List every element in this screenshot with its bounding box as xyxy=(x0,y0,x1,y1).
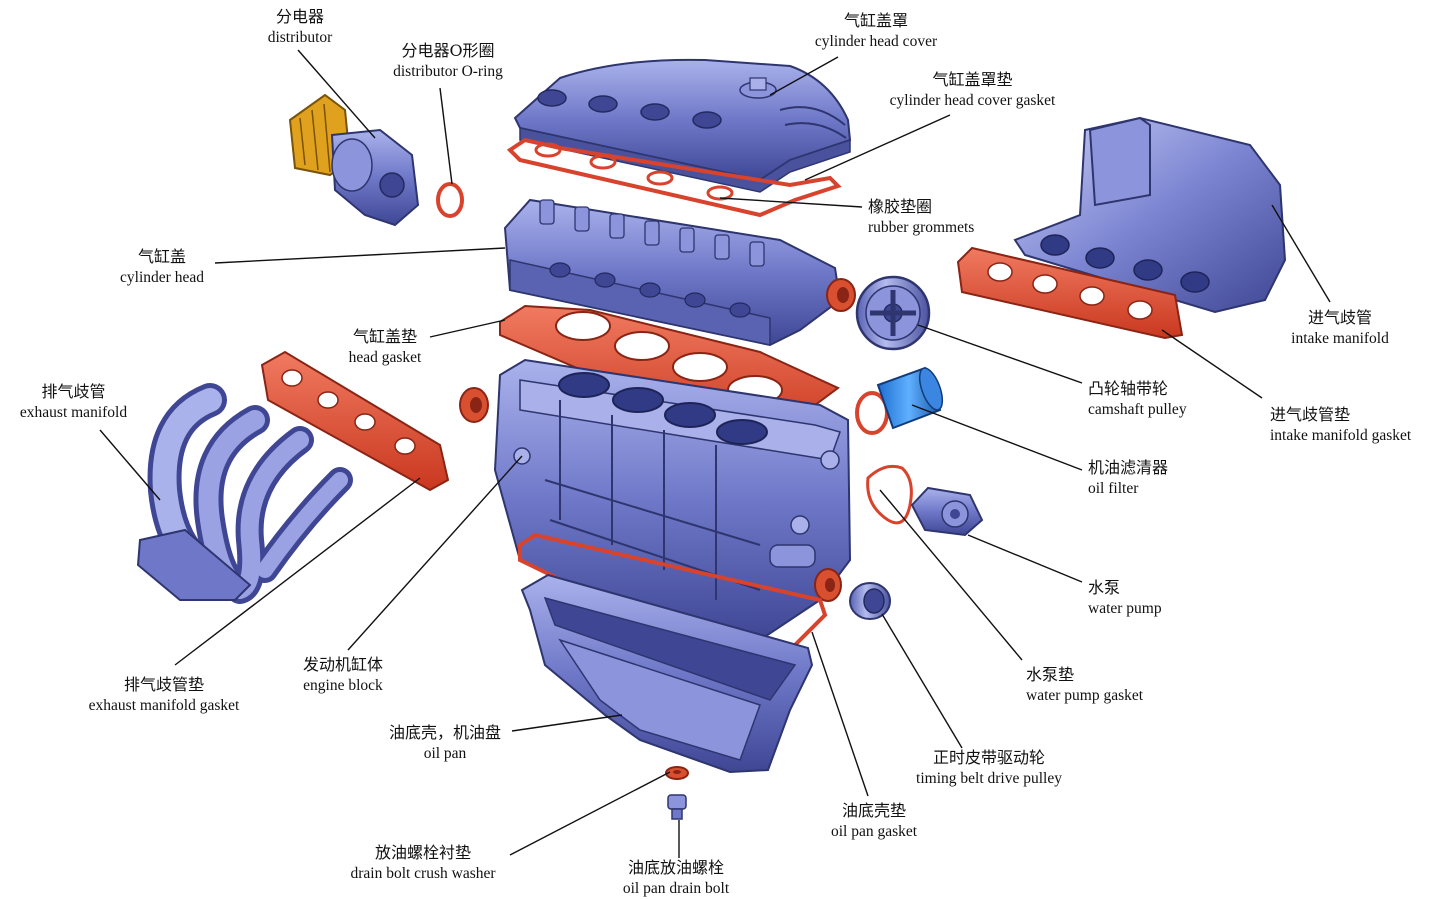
camshaft-pulley-part xyxy=(855,275,931,351)
distributor-o-ring-part xyxy=(436,182,464,218)
water-pump-gasket-part xyxy=(866,464,913,525)
label-en: intake manifold xyxy=(1291,330,1389,347)
label-zh: 气缸盖垫 xyxy=(352,327,417,346)
label-en: cylinder head cover xyxy=(814,33,938,50)
label-en: engine block xyxy=(303,677,383,694)
label-en: distributor O-ring xyxy=(393,63,503,80)
label-cylinder-head-cover: 气缸盖罩 cylinder head cover xyxy=(800,10,952,52)
label-en: oil pan xyxy=(423,745,467,762)
label-en: cylinder head xyxy=(120,269,204,286)
label-water-pump: 水泵 water pump xyxy=(1088,577,1188,619)
label-exhaust-manifold: 排气歧管 exhaust manifold xyxy=(6,381,141,423)
label-en: drain bolt crush washer xyxy=(350,865,496,882)
label-water-pump-gasket: 水泵垫 water pump gasket xyxy=(1026,664,1174,706)
distributor-part xyxy=(288,93,420,227)
cylinder-head-cover-gasket-part xyxy=(506,137,842,218)
label-zh: 橡胶垫圈 xyxy=(868,197,933,216)
label-cylinder-head: 气缸盖 cylinder head xyxy=(108,246,216,288)
label-oil-pan-drain-bolt: 油底放油螺栓 oil pan drain bolt xyxy=(606,857,746,899)
label-intake-manifold-gasket: 进气歧管垫 intake manifold gasket xyxy=(1270,404,1438,446)
exhaust-manifold-gasket-part xyxy=(260,350,450,492)
label-timing-belt-drive-pulley: 正时皮带驱动轮 timing belt drive pulley xyxy=(898,747,1080,789)
cylinder-head-part xyxy=(503,198,856,347)
exhaust-manifold-part xyxy=(136,383,353,604)
label-zh: 放油螺栓衬垫 xyxy=(374,843,471,862)
label-en: oil pan gasket xyxy=(830,823,918,840)
label-en: distributor xyxy=(267,29,333,46)
label-oil-pan-gasket: 油底壳垫 oil pan gasket xyxy=(818,800,930,842)
water-pump-part xyxy=(910,486,984,537)
label-zh: 气缸盖 xyxy=(137,247,186,266)
label-en: water pump gasket xyxy=(1026,687,1144,704)
label-en: camshaft pulley xyxy=(1088,401,1187,418)
leader-lines xyxy=(99,49,1331,858)
label-oil-filter: 机油滤清器 oil filter xyxy=(1088,457,1198,499)
label-zh: 排气歧管垫 xyxy=(123,675,204,694)
label-zh: 正时皮带驱动轮 xyxy=(932,748,1045,767)
label-en: oil filter xyxy=(1088,480,1139,497)
label-exhaust-manifold-gasket: 排气歧管垫 exhaust manifold gasket xyxy=(70,674,258,716)
label-camshaft-pulley: 凸轮轴带轮 camshaft pulley xyxy=(1088,378,1218,420)
label-zh: 机油滤清器 xyxy=(1088,458,1169,477)
label-en: oil pan drain bolt xyxy=(622,880,730,897)
label-zh: 进气歧管垫 xyxy=(1270,405,1351,424)
label-en: head gasket xyxy=(348,349,422,366)
label-zh: 进气歧管 xyxy=(1307,308,1372,327)
label-en: exhaust manifold gasket xyxy=(88,697,240,714)
label-rubber-grommets: 橡胶垫圈 rubber grommets xyxy=(868,196,1008,238)
label-en: timing belt drive pulley xyxy=(916,770,1062,787)
label-zh: 气缸盖罩垫 xyxy=(932,70,1013,89)
label-zh: 分电器O形圈 xyxy=(401,41,495,60)
label-zh: 油底壳垫 xyxy=(841,801,906,820)
label-zh: 排气歧管 xyxy=(41,382,106,401)
drain-bolt-crush-washer-part xyxy=(665,766,689,780)
cylinder-head-cover-part xyxy=(513,58,852,193)
label-zh: 油底壳，机油盘 xyxy=(388,723,501,742)
label-head-gasket: 气缸盖垫 head gasket xyxy=(336,326,434,368)
label-cylinder-head-cover-gasket: 气缸盖罩垫 cylinder head cover gasket xyxy=(870,69,1075,111)
label-oil-pan: 油底壳，机油盘 oil pan xyxy=(380,722,510,764)
label-drain-bolt-crush-washer: 放油螺栓衬垫 drain bolt crush washer xyxy=(334,842,512,884)
label-zh: 分电器 xyxy=(275,7,324,26)
label-en: water pump xyxy=(1088,600,1162,617)
label-zh: 发动机缸体 xyxy=(302,655,383,674)
oil-pan-part xyxy=(520,573,814,774)
label-zh: 水泵 xyxy=(1088,578,1121,597)
intake-manifold-gasket-part xyxy=(956,246,1184,340)
label-zh: 气缸盖罩 xyxy=(843,11,908,30)
intake-manifold-part xyxy=(1013,116,1287,314)
label-intake-manifold: 进气歧管 intake manifold xyxy=(1278,307,1402,349)
oil-pan-drain-bolt-part xyxy=(667,794,687,820)
engine-block-part xyxy=(493,358,852,641)
label-distributor-o-ring: 分电器O形圈 distributor O-ring xyxy=(378,40,518,82)
label-en: exhaust manifold xyxy=(19,404,128,421)
label-zh: 水泵垫 xyxy=(1026,665,1075,684)
label-zh: 凸轮轴带轮 xyxy=(1088,379,1169,398)
label-en: intake manifold gasket xyxy=(1270,427,1412,444)
oil-filter-part xyxy=(876,366,944,430)
label-zh: 油底放油螺栓 xyxy=(627,858,724,877)
label-en: rubber grommets xyxy=(868,219,975,236)
label-distributor: 分电器 distributor xyxy=(255,6,345,48)
timing-belt-drive-pulley-part xyxy=(849,582,891,620)
label-en: cylinder head cover gasket xyxy=(889,92,1056,109)
label-engine-block: 发动机缸体 engine block xyxy=(292,654,394,696)
